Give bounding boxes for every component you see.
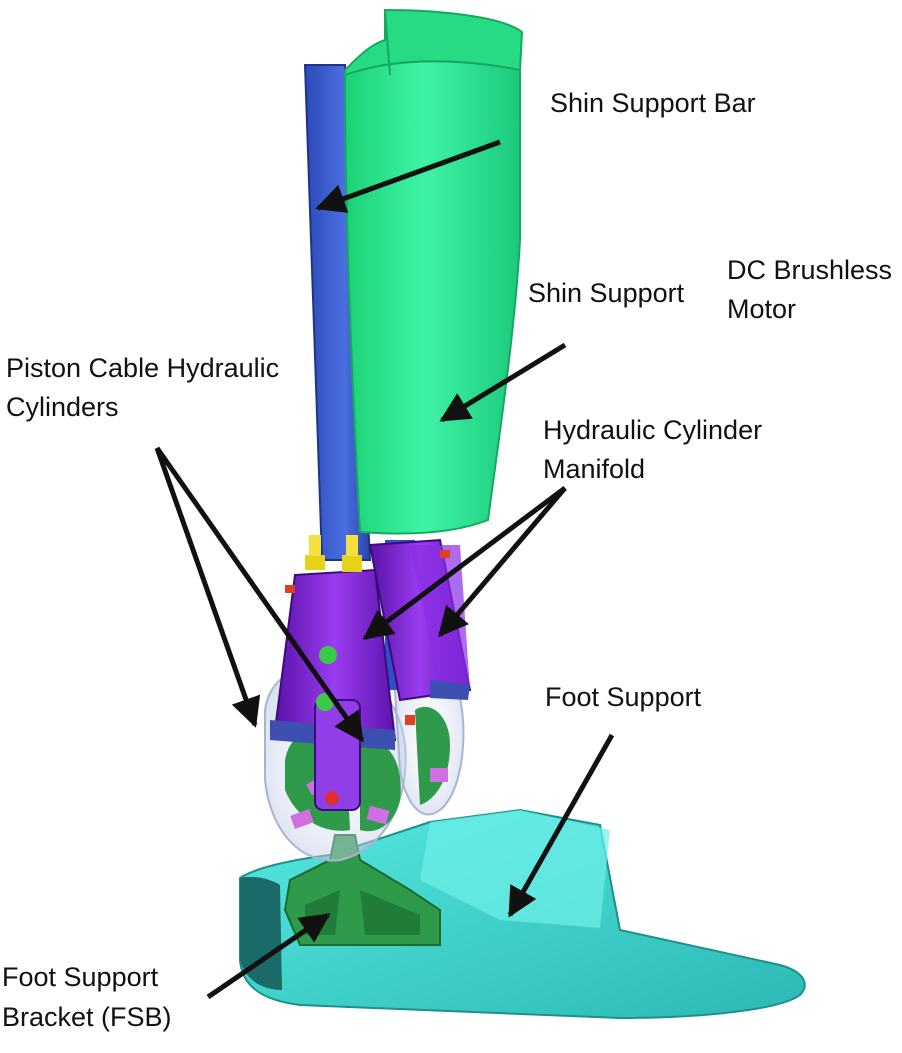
hydraulic-fittings — [305, 535, 362, 572]
label-dc-motor-line2: Motor — [727, 294, 796, 324]
label-foot-support: Foot Support — [545, 682, 702, 712]
label-manifold-line2: Manifold — [543, 454, 645, 484]
shin-support — [343, 8, 524, 535]
label-fsb-line2: Bracket (FSB) — [2, 1002, 172, 1032]
arrow-piston-right — [154, 446, 365, 743]
arrow-manifold-right — [438, 486, 567, 638]
arrow-fsb — [206, 912, 331, 1000]
label-manifold-line1: Hydraulic Cylinder — [543, 415, 762, 445]
label-dc-motor-line1: DC Brushless — [727, 255, 892, 285]
arrow-piston-left — [154, 447, 261, 728]
label-piston-line1: Piston Cable Hydraulic — [6, 353, 279, 383]
label-shin-support: Shin Support — [528, 278, 685, 308]
arrow-shin-support — [439, 342, 567, 423]
arrow-shin-support-bar — [315, 139, 501, 213]
arrow-foot-support — [507, 733, 615, 918]
label-piston-line2: Cylinders — [6, 392, 119, 422]
labels: Shin Support Bar Shin Support DC Brushle… — [2, 88, 892, 1032]
label-shin-support-bar: Shin Support Bar — [550, 88, 756, 118]
label-fsb-line1: Foot Support — [2, 962, 159, 992]
annotation-arrows — [154, 139, 615, 1000]
arrow-manifold-left — [362, 486, 567, 640]
